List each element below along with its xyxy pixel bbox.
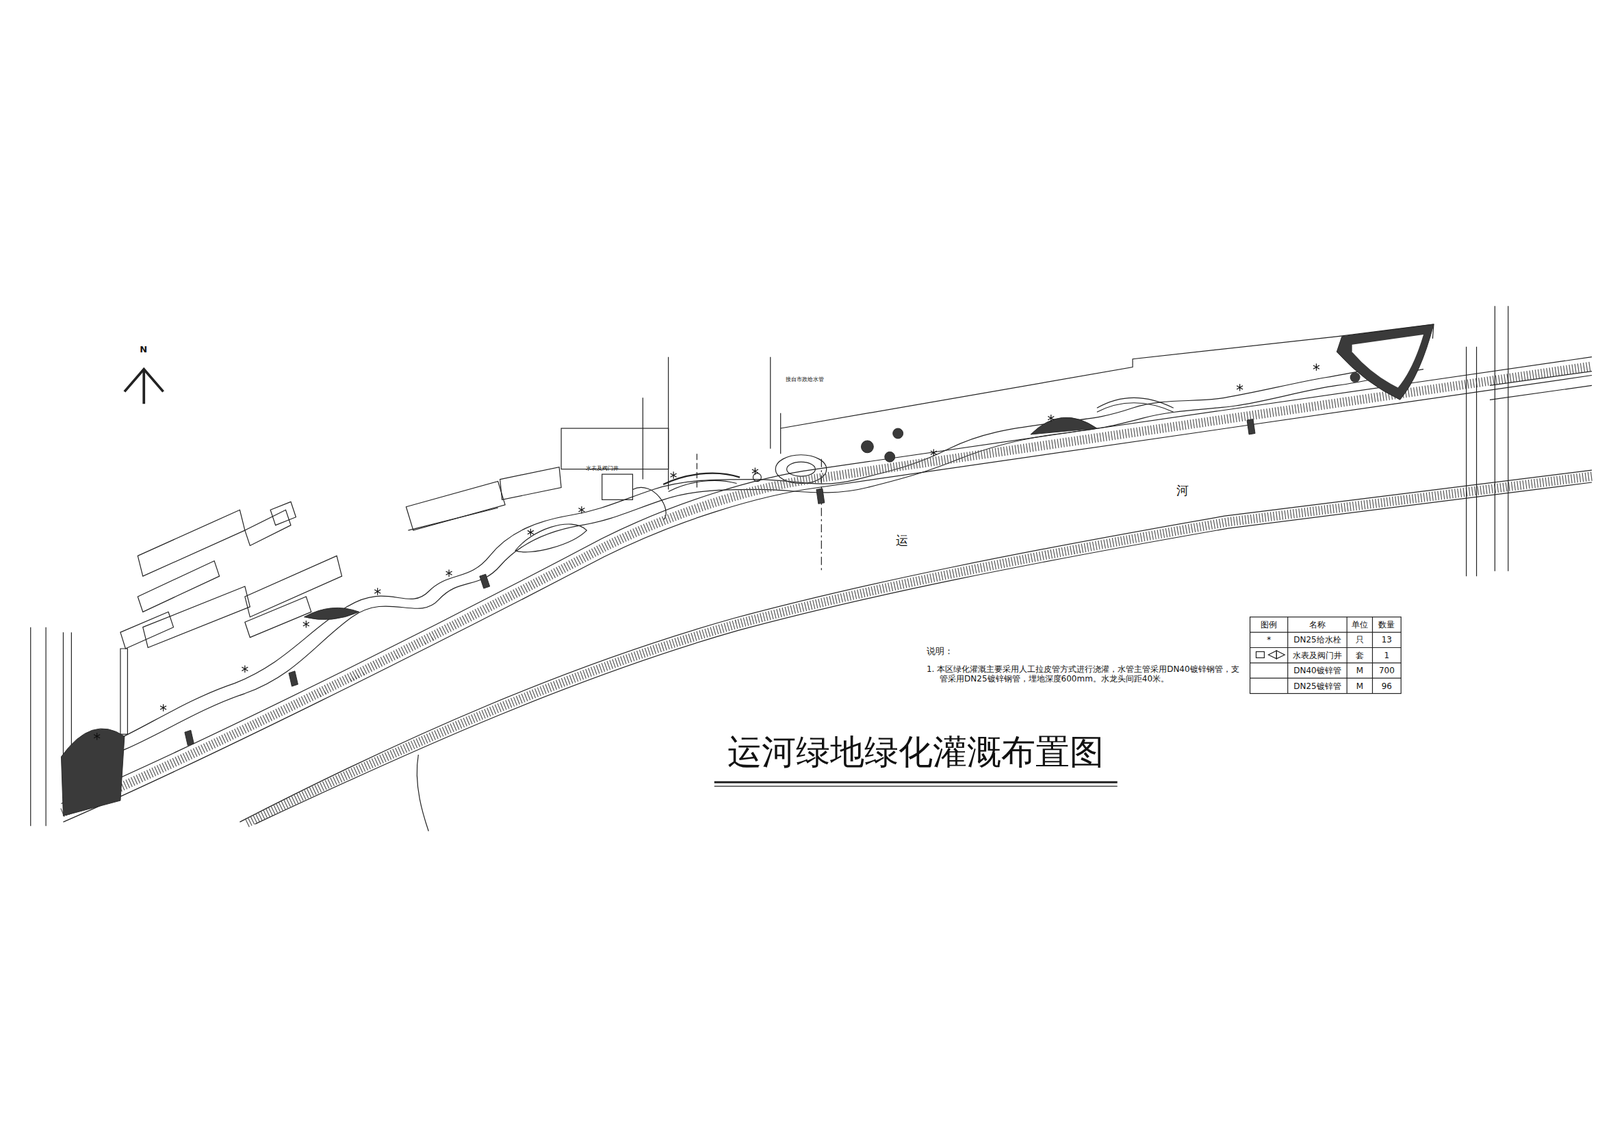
hydrant-symbol: [1313, 365, 1320, 369]
hydrant-symbol: [578, 508, 585, 512]
table-cell: 只: [1346, 632, 1373, 648]
hydrant-symbol: [241, 667, 248, 671]
table-header: 名称: [1287, 617, 1347, 633]
pipe-note: 接自市政给水管: [785, 376, 824, 383]
table-cell: 1: [1372, 648, 1401, 664]
hydrant-symbol: [1313, 365, 1320, 369]
hydrant-symbol: [1236, 385, 1243, 390]
table-cell: 13: [1372, 632, 1401, 648]
table-cell: 套: [1346, 648, 1373, 664]
drawing-title: 运河绿地绿化灌溉布置图: [727, 732, 1104, 773]
hydrant-symbol: [446, 571, 453, 575]
hydrant-symbol: [578, 508, 585, 512]
hydrant-symbol: [1236, 385, 1243, 390]
table-cell: 96: [1372, 678, 1401, 694]
hydrant-symbol: [1047, 416, 1054, 420]
hydrant-symbol: [374, 589, 381, 594]
hydrant-symbol: [160, 706, 167, 710]
table-header: 图例: [1250, 617, 1288, 633]
table-cell: DN25镀锌管: [1287, 678, 1347, 694]
hydrant-symbol: [930, 450, 937, 455]
hydrant-symbol: [527, 530, 534, 534]
hydrant-symbol: [752, 469, 759, 473]
hydrant-symbol: [303, 622, 310, 627]
hydrant-symbol: [527, 530, 534, 534]
table-cell: DN40镀锌管: [1287, 663, 1347, 679]
hydrant-symbol: [160, 706, 167, 710]
hydrant-symbol: [93, 734, 100, 738]
canal-name: 运: [895, 533, 909, 549]
legend-symbol: *: [1250, 632, 1288, 648]
meter-note: 水表及阀门井: [585, 465, 619, 472]
hydrant-symbol: [930, 450, 937, 455]
hydrant-symbol: [670, 473, 677, 477]
hydrant-symbol: [1047, 416, 1054, 420]
table-cell: DN25给水栓: [1287, 632, 1347, 648]
hydrant-symbol: [446, 571, 453, 575]
hydrant-symbol: [241, 667, 248, 671]
hydrant-symbol: [374, 589, 381, 594]
table-cell: M: [1346, 678, 1373, 694]
hydrant-symbol: [303, 622, 310, 627]
table-header: 单位: [1346, 617, 1373, 633]
table-cell: 水表及阀门井: [1287, 648, 1347, 664]
hydrant-symbol: [93, 734, 100, 738]
table-header: 数量: [1372, 617, 1401, 633]
table-cell: 700: [1372, 663, 1401, 679]
hydrant-symbol: [670, 473, 677, 477]
canal-name: 河: [1176, 483, 1189, 499]
hydrant-symbol: [752, 469, 759, 473]
notes-text: 1. 本区绿化灌溉主要采用人工拉皮管方式进行浇灌，水管主管采用DN40镀锌钢管，…: [926, 665, 1247, 685]
north-label: N: [139, 344, 148, 356]
table-cell: M: [1346, 663, 1373, 679]
notes-heading: 说明：: [926, 646, 954, 657]
